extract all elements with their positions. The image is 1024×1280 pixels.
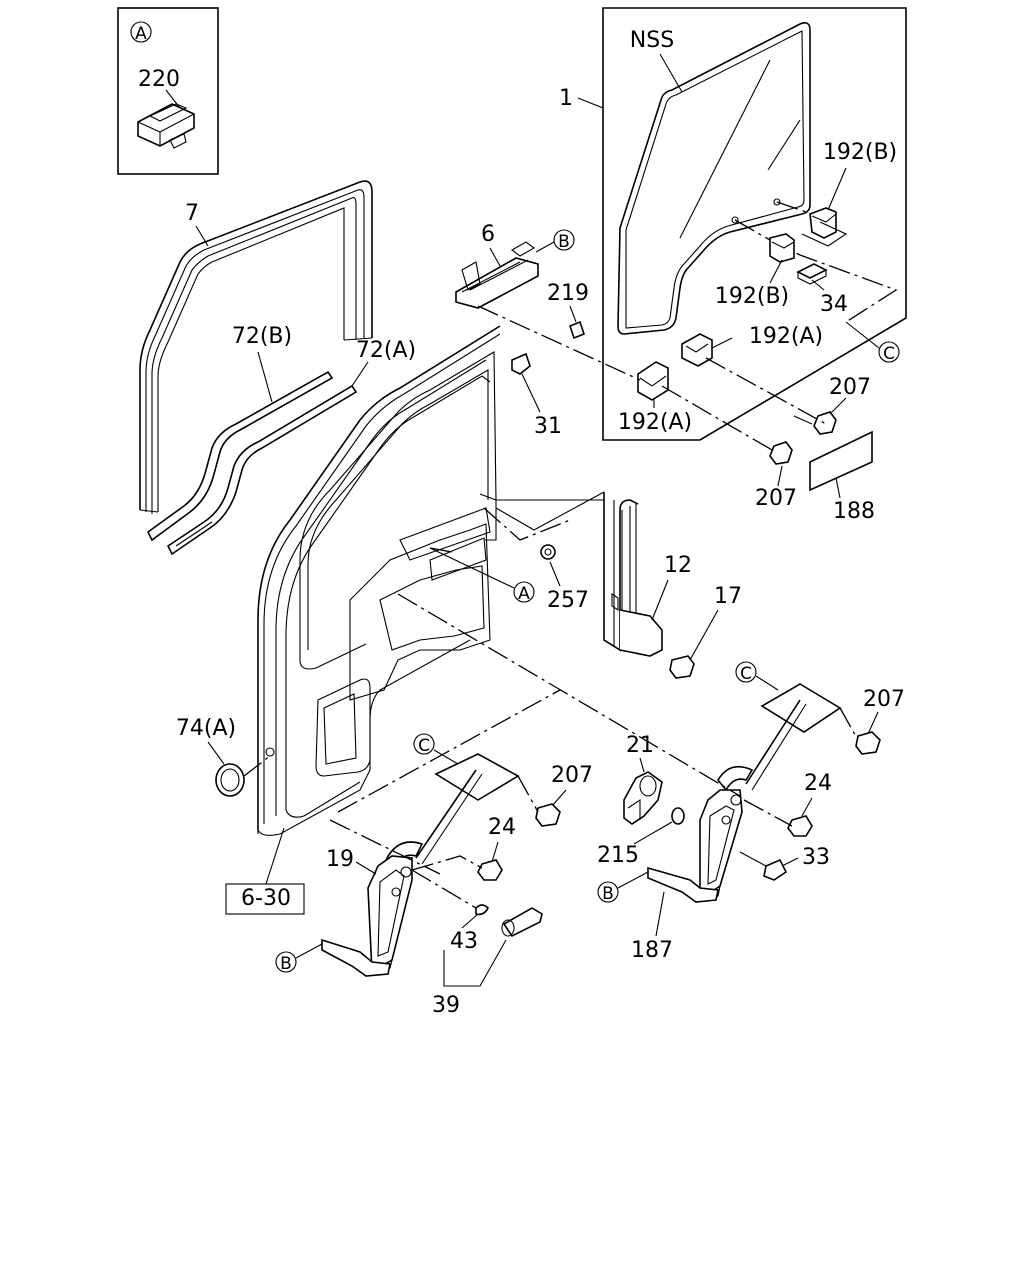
bolt-24-right [787,815,813,837]
label-192b-mid: 192(B) [715,284,789,309]
label-24-left: 24 [488,815,516,840]
run-channel-12-part [603,492,663,657]
channel-6-part [455,241,539,309]
door-panel-part [257,325,605,836]
plug-31-part [511,352,531,375]
label-12: 12 [664,553,692,578]
marker-c-left-circle [413,733,435,755]
label-257: 257 [547,588,589,613]
glass-box: NSS 1 192(B) 192(B) [559,7,907,441]
detail-box-a: A 220 [117,7,219,175]
marker-a-door-circle [513,581,535,603]
marker-b-top-circle [553,229,575,251]
label-207-d: 207 [551,763,593,788]
marker-c-right-circle [878,341,900,363]
label-39: 39 [432,993,460,1018]
ref-box-text: 6-30 [241,886,291,911]
marker-c-mid-circle [735,661,757,683]
bolt-207-b [769,441,793,465]
plate-c-mid [760,683,842,733]
marker-b-right-circle [597,881,619,903]
label-192b-top: 192(B) [823,140,897,165]
marker-a-circle [130,21,152,43]
marker-a-letter: A [135,24,147,44]
bolt-207-a [793,411,837,435]
label-187: 187 [631,938,673,963]
grommet-74a-part [215,755,271,797]
label-72a: 72(A) [356,338,416,363]
marker-b-left: B [280,954,292,974]
label-219: 219 [547,281,589,306]
marker-c-left: C [418,736,430,756]
label-72b: 72(B) [232,324,292,349]
washer-215-part [671,807,685,825]
part-220-label: 220 [138,67,180,92]
screw-33-part [739,851,788,881]
label-192a-left: 192(A) [618,410,692,435]
marker-a-door: A [518,584,530,604]
bolt-207-c [855,731,881,755]
label-plate-188 [809,430,873,492]
label-24-right: 24 [804,771,832,796]
bolt-17-part [669,655,695,679]
label-17: 17 [714,584,742,609]
marker-b-left-circle [275,951,297,973]
marker-b-right: B [602,884,614,904]
label-215: 215 [597,843,639,868]
item-1-label: 1 [559,86,573,111]
clip-192b-mid-part [769,233,795,263]
strip-72a-part [166,384,358,556]
washer-257-part [540,544,556,560]
centerline-1 [397,593,741,797]
plate-c-left [434,753,520,801]
regulator-left-part [321,769,483,977]
marker-c-right: C [883,344,895,364]
clip-192a-left-part [637,361,669,401]
label-33: 33 [802,845,830,870]
strip-72b-part [146,370,334,542]
glass-title: NSS [630,28,674,53]
label-192a-right: 192(A) [749,324,823,349]
marker-b-top: B [558,232,570,252]
clip-192b-top-part [801,207,848,247]
clip-192a-right-part [681,333,713,367]
label-207-a: 207 [829,375,871,400]
ref-box-6-30 [225,883,305,915]
part-34 [796,263,828,285]
label-19: 19 [326,847,354,872]
clip-220-part [137,103,195,149]
label-74a: 74(A) [176,716,236,741]
marker-c-mid: C [740,664,752,684]
door-glass-part [617,22,811,335]
label-188: 188 [833,499,875,524]
regulator-right-part [647,699,807,903]
motor-21-part [623,771,663,825]
bolt-24-left [477,859,503,881]
label-31: 31 [534,414,562,439]
handle-39-part [475,904,543,938]
label-43: 43 [450,929,478,954]
clip-219-part [569,320,585,340]
weatherstrip-7-part [139,180,373,514]
label-7: 7 [185,201,199,226]
label-6: 6 [481,222,495,247]
bolt-207-d [535,803,561,827]
label-207-c: 207 [863,687,905,712]
label-207-b: 207 [755,486,797,511]
label-34: 34 [820,292,848,317]
